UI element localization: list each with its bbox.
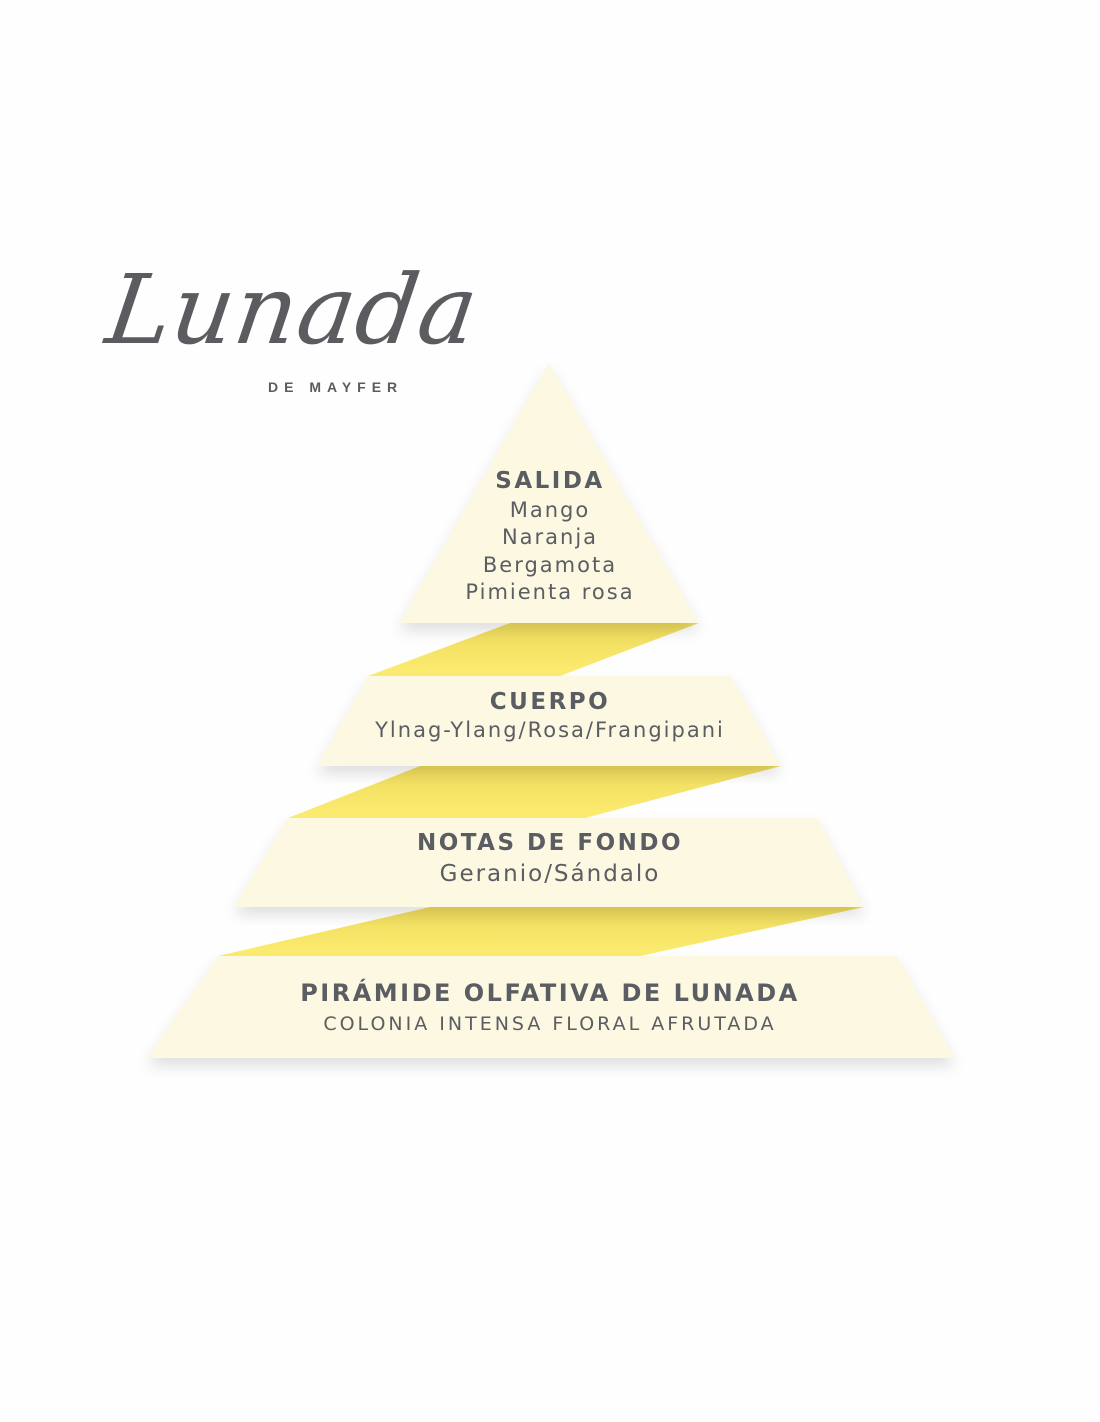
- footer-heading: PIRÁMIDE OLFATIVA DE LUNADA: [300, 979, 800, 1007]
- tier-base: [234, 818, 864, 907]
- logo-subtitle: DE MAYFER: [268, 379, 404, 395]
- top-note: Mango: [509, 498, 591, 522]
- middle-heading: CUERPO: [489, 689, 611, 715]
- base-notes: Geranio/Sándalo: [439, 861, 661, 887]
- middle-notes: Ylnag-Ylang/Rosa/Frangipani: [375, 718, 725, 742]
- base-heading: NOTAS DE FONDO: [416, 830, 684, 856]
- ribbon-3: [218, 907, 864, 956]
- tier-top: [399, 363, 699, 623]
- top-heading: SALIDA: [495, 468, 605, 494]
- ribbon-1: [368, 623, 699, 676]
- top-note: Pimienta rosa: [465, 580, 635, 604]
- top-note: Bergamota: [482, 553, 618, 577]
- ribbon-2: [288, 766, 781, 818]
- top-note: Naranja: [501, 525, 599, 549]
- tier-middle: [317, 676, 781, 766]
- footer-subtitle: COLONIA INTENSA FLORAL AFRUTADA: [323, 1013, 777, 1035]
- tier-footer: [147, 956, 955, 1058]
